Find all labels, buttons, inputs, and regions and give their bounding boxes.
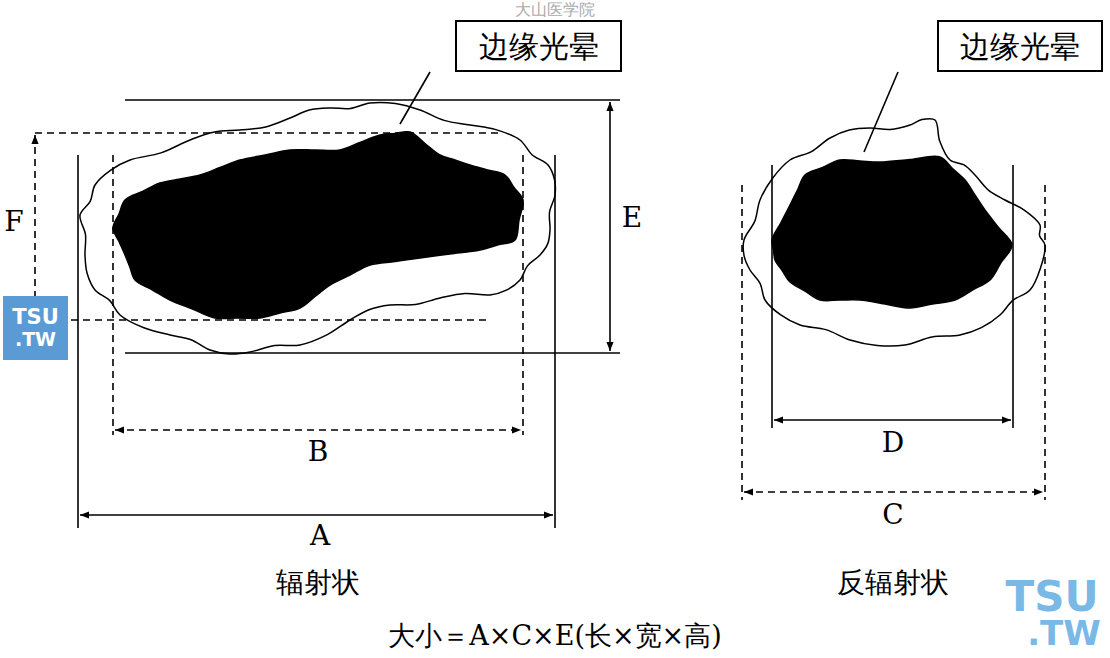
callout-box: 边缘光晕 [455, 20, 622, 72]
leader-lines [400, 72, 898, 152]
callout-text: 边缘光晕 [960, 30, 1080, 63]
figure-caption: 反辐射状 [837, 568, 949, 599]
dimension-letter: D [882, 428, 904, 459]
dimension-letter: E [622, 203, 642, 234]
halo-outline [80, 102, 556, 354]
dimension-letter: B [308, 437, 329, 468]
watermark-logo: TSU [1005, 574, 1098, 620]
callout-text: 边缘光晕 [479, 30, 599, 63]
ulcer-base [113, 132, 523, 319]
logo-square [3, 296, 68, 360]
ulcer-base [772, 156, 1012, 308]
halo-outline [743, 119, 1045, 347]
logo-text: .TW [15, 329, 56, 350]
dimension-letter: C [882, 500, 903, 531]
dimension-letter: F [4, 207, 23, 238]
callout-box: 边缘光晕 [937, 20, 1103, 72]
size-formula-caption: 大小＝A×C×E(长×宽×高) [388, 621, 721, 651]
dimension-letter: A [310, 521, 330, 552]
ulcer-shapes [80, 102, 1045, 354]
figure-caption: 辐射状 [276, 568, 360, 599]
watermark-logo: .TW [1027, 615, 1101, 652]
logo-badge: TSU.TW [3, 296, 68, 360]
watermark: 大山医学院 [515, 1, 595, 19]
logo-text: TSU [12, 306, 59, 329]
dimension-lines [35, 100, 1045, 528]
